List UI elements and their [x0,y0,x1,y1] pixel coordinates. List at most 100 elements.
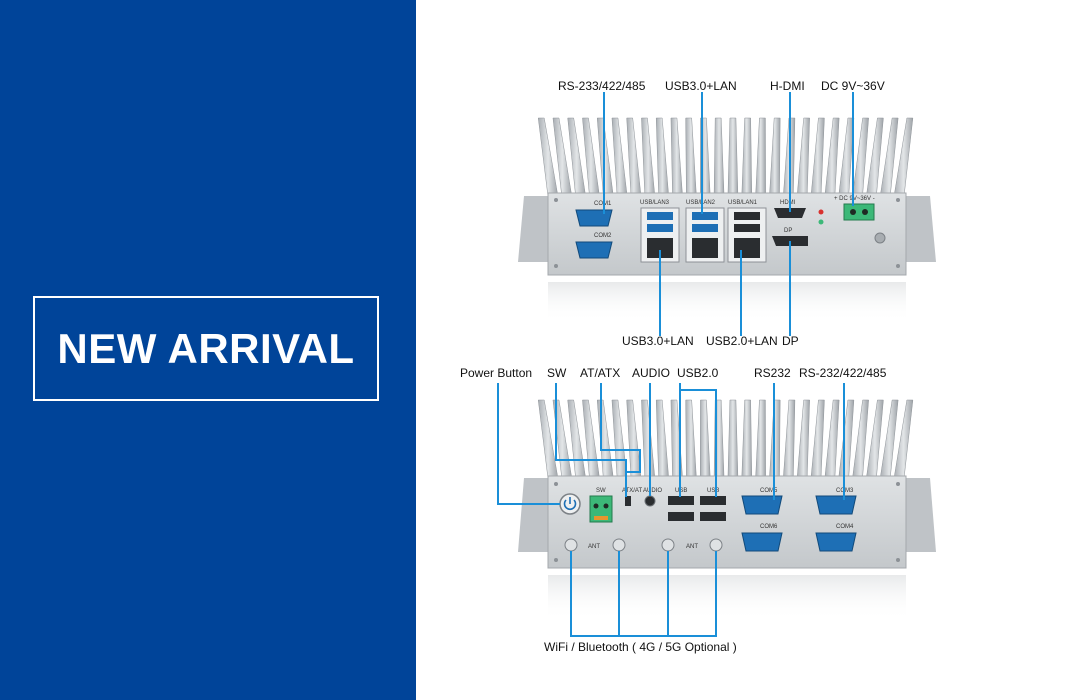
audio-port-label: AUDIO [643,488,662,494]
ant-label-b: ANT [686,544,698,550]
heatsink-fin [755,399,766,479]
dc-input-label: + DC 9V~36V - [834,196,875,202]
usb2-port-1 [668,496,694,505]
heatsink-fin [611,117,628,197]
antenna-port-2 [612,538,626,552]
heatsink-fin [824,399,840,479]
heatsink-fin [727,117,739,197]
left-blue-panel: NEW ARRIVAL [0,0,416,700]
bottom-left-bracket [518,478,548,552]
antenna-port-4 [709,538,723,552]
top-left-bracket [518,196,548,262]
callout-at-atx: AT/ATX [580,366,620,380]
ant-label-a: ANT [588,544,600,550]
dc-screw-a [850,209,856,215]
heatsink-fin [641,117,656,197]
heatsink-fin [838,117,855,197]
usb2-port-2 [668,512,694,521]
heatsink-fin [741,399,753,479]
top-screw [896,198,900,202]
heatsink-fin [755,117,766,197]
bottom-heatsink-fins [537,399,914,479]
usb3-port-b [647,224,673,232]
heatsink-fin [879,117,899,197]
usb3-port-a [647,212,673,220]
new-arrival-text: NEW ARRIVAL [57,324,355,372]
atx-at-switch [625,496,631,506]
callout-usb2-lan: USB2.0+LAN [706,334,778,348]
callout-rs233: RS-233/422/485 [558,79,646,93]
antenna-port-3 [661,538,675,552]
bottom-screw [896,482,900,486]
ground-screw [874,232,886,244]
sw-screw-a [593,503,599,509]
dc-terminal [843,203,875,221]
com4-label: COM4 [836,524,854,530]
com5-port [741,495,783,515]
com5-label: COM5 [760,488,778,494]
heatsink-fin [655,117,669,197]
sw-terminal-tab [594,516,608,520]
product-illustration: COM1 COM2 USB/LAN3 USB/LAN2 USB/LAN1 HDM… [416,0,1080,700]
heatsink-fin [796,399,810,479]
top-screw [896,264,900,268]
usb2-port-4 [700,512,726,521]
sw-port-label: SW [596,488,606,494]
heatsink-fin [866,399,884,479]
top-device: COM1 COM2 USB/LAN3 USB/LAN2 USB/LAN1 HDM… [518,117,936,322]
audio-jack [644,495,656,507]
com3-port [815,495,857,515]
heatsink-fin [596,117,614,197]
heatsink-fin [670,117,683,197]
com4-port [815,532,857,552]
usb-port-label-a: USB [675,488,687,494]
com2-port-label: COM2 [594,233,612,239]
heatsink-fin [685,399,697,479]
com2-port [575,241,613,259]
heatsink-fin [626,117,642,197]
heatsink-fin [727,399,739,479]
top-screw [554,264,558,268]
usb3-port-c [692,212,718,220]
heatsink-fin [810,399,825,479]
callout-usb3-lan-top: USB3.0+LAN [665,79,737,93]
heatsink-fin [879,399,899,479]
lan1-port [734,238,760,258]
usb-lan1-label: USB/LAN1 [728,200,758,206]
callout-dc-input: DC 9V~36V [821,79,885,93]
atx-at-port-label: ATX/AT [622,488,642,494]
hdmi-label: HDMI [780,200,796,206]
callout-power-button: Power Button [460,366,532,380]
com1-port-label: COM1 [594,201,612,207]
heatsink-fin [641,399,656,479]
usb-lan3-label: USB/LAN3 [640,200,670,206]
usb2-port-a [734,212,760,220]
callout-rs232: RS232 [754,366,791,380]
hdmi-port [774,208,806,218]
heatsink-fin [626,399,642,479]
top-reflection [548,282,906,322]
heatsink-fin [596,399,614,479]
power-symbol [563,499,577,511]
heatsink-fin [769,117,781,197]
top-right-bracket [906,196,936,262]
heatsink-fin [611,399,628,479]
com6-port [741,532,783,552]
callout-audio: AUDIO [632,366,670,380]
callout-rs232-422-485: RS-232/422/485 [799,366,887,380]
power-led [818,209,824,215]
heatsink-fin [810,117,825,197]
com1-port [575,209,613,227]
mini-pc-diagram: COM1 COM2 USB/LAN3 USB/LAN2 USB/LAN1 HDM… [460,79,936,654]
heatsink-fin [824,117,840,197]
bottom-reflection [548,575,906,620]
usb3-port-d [692,224,718,232]
hdd-led [818,219,824,225]
heatsink-fin [567,117,586,197]
com6-label: COM6 [760,524,778,530]
callout-usb3-lan-bottom: USB3.0+LAN [622,334,694,348]
heatsink-fin [713,117,725,197]
heatsink-fin [685,117,697,197]
bottom-screw [896,558,900,562]
top-heatsink-fins [537,117,914,197]
